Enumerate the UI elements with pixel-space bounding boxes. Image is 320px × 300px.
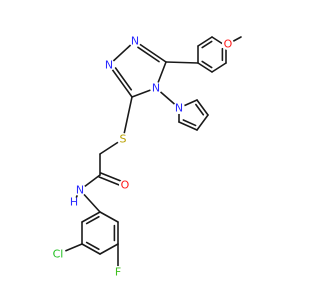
atom-label-background <box>173 102 185 114</box>
double-bond-inner <box>114 67 133 91</box>
triazole-nitrogen-label: N <box>152 82 160 95</box>
double-bond-inner <box>201 60 213 69</box>
double-bond <box>178 121 198 131</box>
atom-label-background <box>74 184 86 196</box>
single-bond <box>196 114 209 131</box>
double-bond <box>197 62 213 73</box>
single-bond <box>211 62 227 73</box>
double-bond-inner <box>85 215 100 225</box>
double-bond <box>196 99 209 116</box>
pyrrole-nitrogen-label: N <box>175 102 183 115</box>
sulfur-label: S <box>120 133 127 146</box>
double-bond-inner <box>195 103 205 116</box>
double-bond-inner <box>85 241 100 251</box>
bond-layer <box>57 36 242 273</box>
double-bond <box>134 40 167 63</box>
atom-label-background <box>112 266 124 278</box>
amide-nitrogen-label: N <box>76 184 84 197</box>
atom-label-background <box>150 82 162 94</box>
single-bond <box>99 243 119 255</box>
atom-label-background <box>103 59 115 71</box>
atom-label-background <box>222 38 234 50</box>
single-bond <box>99 211 119 223</box>
double-bond-inner <box>201 40 213 49</box>
single-bond <box>122 96 133 140</box>
atom-label-background <box>69 197 79 207</box>
double-bond <box>197 36 213 47</box>
double-bond-inner <box>182 119 197 127</box>
double-bond <box>81 211 101 223</box>
atom-label-background <box>50 246 66 262</box>
triazole-nitrogen-label: N <box>131 35 139 48</box>
double-bond <box>108 64 133 98</box>
atom-label-background <box>119 179 131 191</box>
double-bond-inner <box>137 46 160 63</box>
fluorine-label: F <box>115 266 121 279</box>
chlorine-label: Cl <box>53 248 64 261</box>
atom-label-background <box>117 133 129 145</box>
single-bond <box>165 61 199 64</box>
amide-hydrogen-label: H <box>70 196 78 209</box>
double-bond <box>81 243 101 255</box>
amide-oxygen-label: O <box>121 179 130 192</box>
methoxy-oxygen-label: O <box>224 38 233 51</box>
triazole-nitrogen-label: N <box>105 59 113 72</box>
atom-label-background <box>129 35 141 47</box>
